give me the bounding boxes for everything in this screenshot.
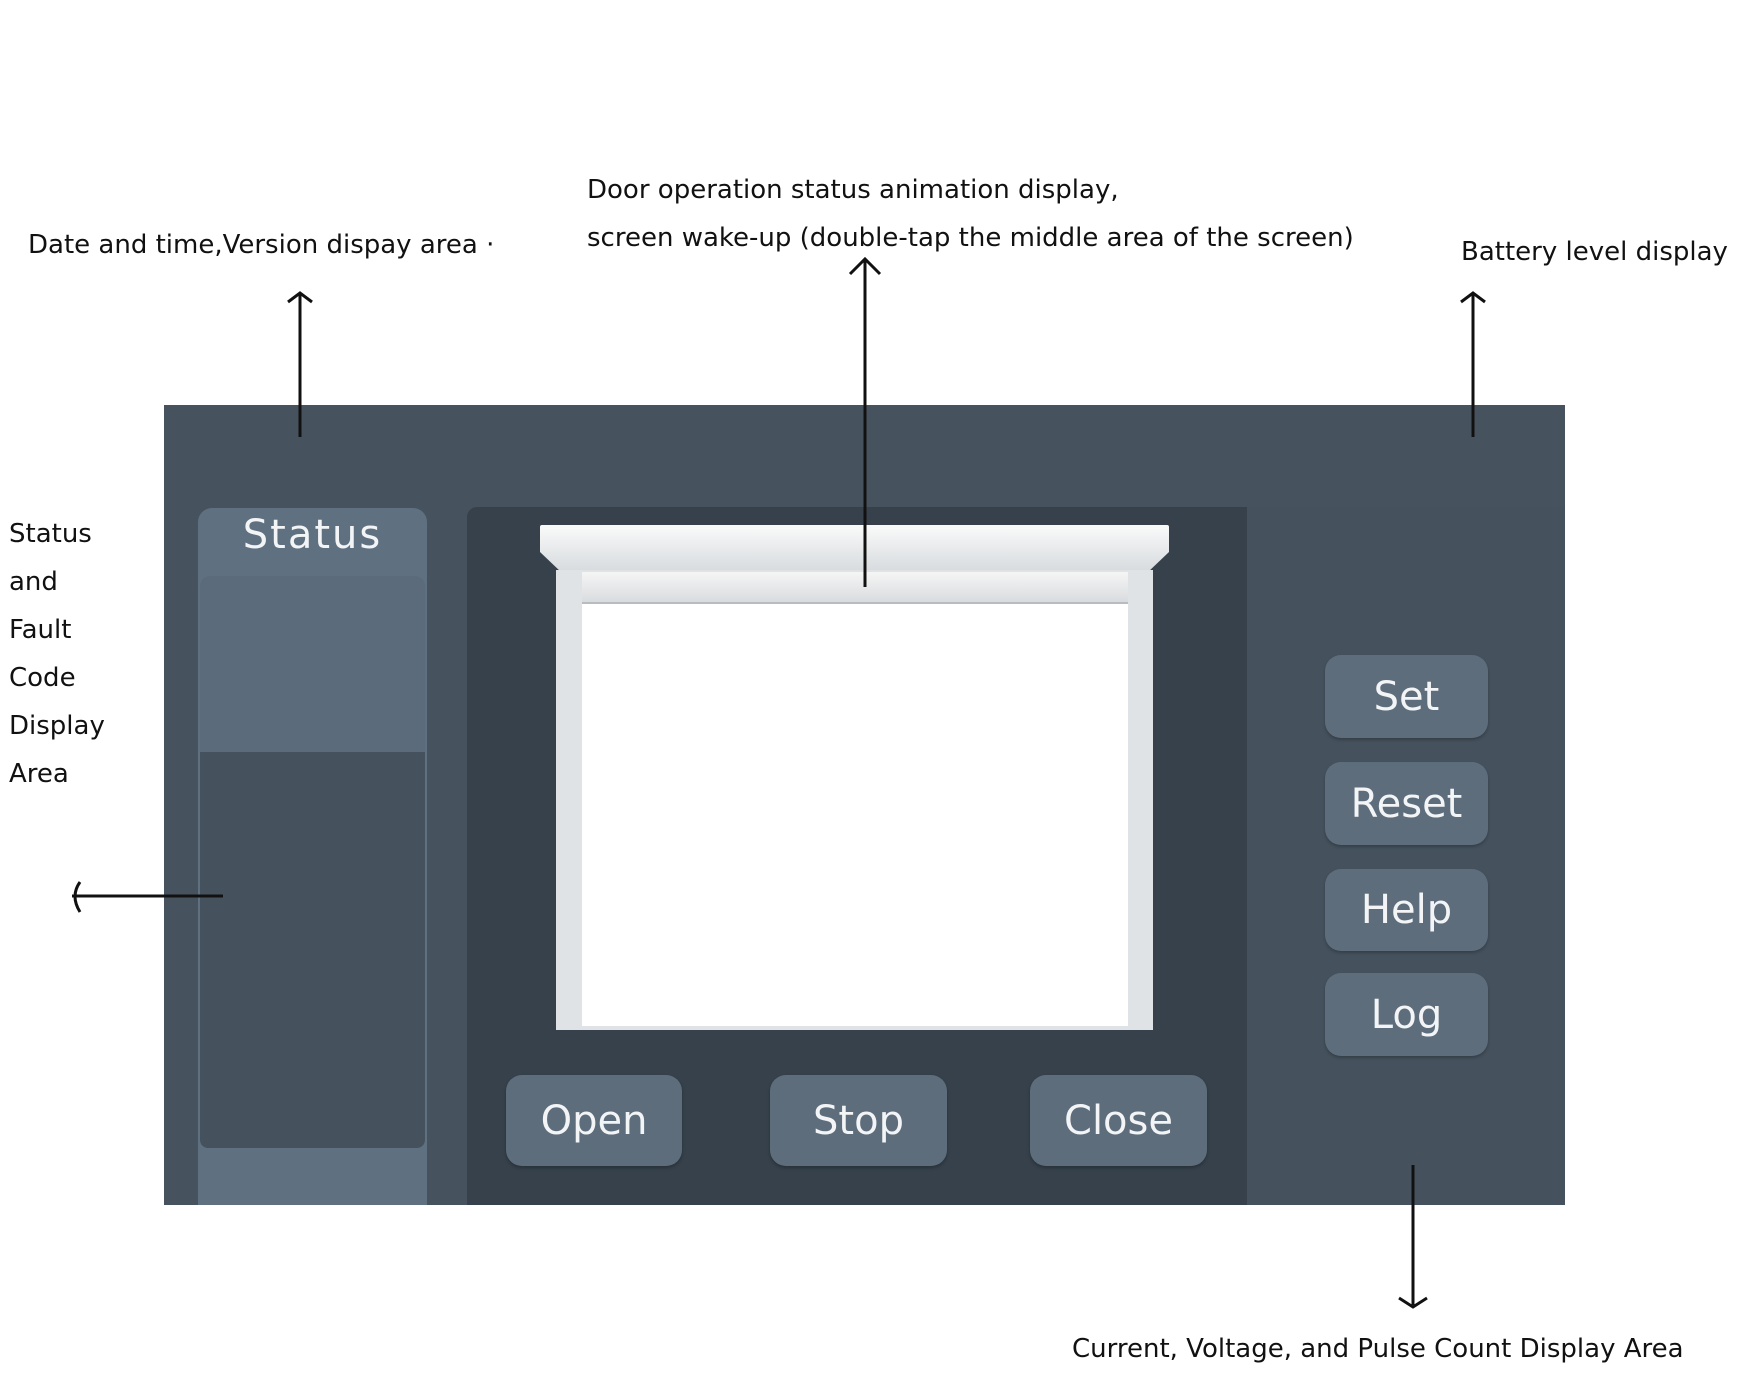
log-button[interactable]: Log (1325, 973, 1488, 1056)
open-button[interactable]: Open (506, 1075, 682, 1166)
label-door-animation-2: screen wake-up (double-tap the middle ar… (587, 223, 1354, 253)
help-button[interactable]: Help (1325, 869, 1488, 951)
label-date-time: Date and time,Version dispay area · (28, 230, 495, 260)
door-header-box (540, 525, 1169, 570)
arrow-down-icon (1398, 1165, 1428, 1309)
stop-button[interactable]: Stop (770, 1075, 947, 1166)
door-opening (582, 604, 1128, 1026)
arrow-left-icon (72, 881, 223, 913)
close-button[interactable]: Close (1030, 1075, 1207, 1166)
label-door-animation-1: Door operation status animation display, (587, 175, 1119, 205)
side-panel (1247, 507, 1565, 1205)
status-title: Status (242, 512, 383, 558)
label-battery: Battery level display (1461, 237, 1728, 267)
door-roller (582, 572, 1128, 604)
arrow-up-icon (1460, 291, 1486, 437)
reset-button[interactable]: Reset (1325, 762, 1488, 845)
label-measurements: Current, Voltage, and Pulse Count Displa… (1072, 1334, 1684, 1364)
set-button[interactable]: Set (1325, 655, 1488, 738)
arrow-up-icon (848, 256, 882, 587)
status-display (200, 576, 425, 752)
fault-code-display (200, 752, 425, 1148)
arrow-up-icon (287, 291, 313, 437)
